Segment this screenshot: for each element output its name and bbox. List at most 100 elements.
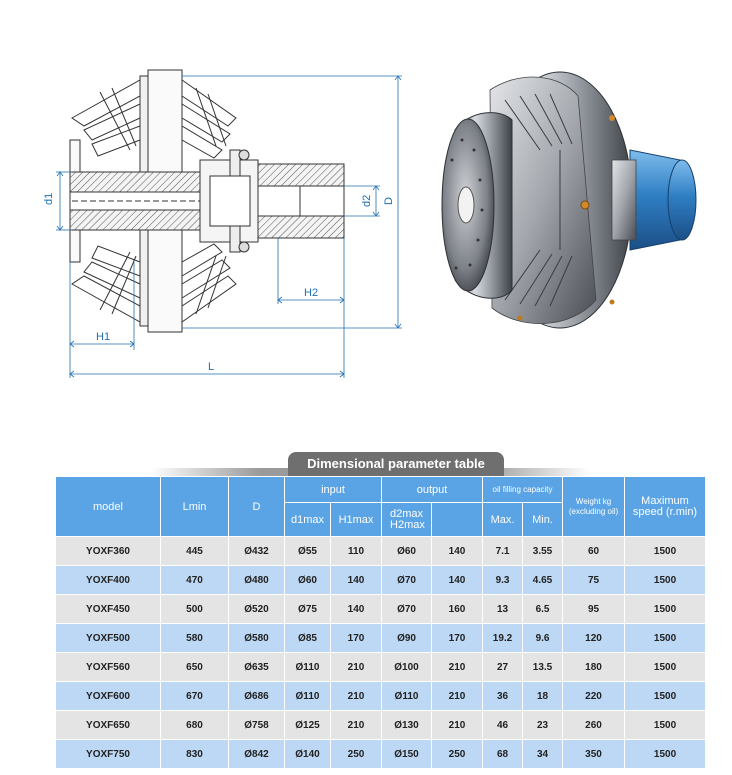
label-H1: H1 xyxy=(96,331,110,343)
cell-oil-max: 27 xyxy=(482,652,524,682)
cell-h1max: 170 xyxy=(329,623,383,653)
header-max-speed: Maximum speed (r.min) xyxy=(624,476,707,537)
cell-d2max: Ø70 xyxy=(381,594,433,624)
cell-d1max: Ø85 xyxy=(284,623,331,653)
cell-h1max: 140 xyxy=(329,594,383,624)
cell-oil-max: 19.2 xyxy=(482,623,524,653)
cell-d: Ø580 xyxy=(228,623,285,653)
cell-h1max: 250 xyxy=(329,739,383,769)
cell-speed: 1500 xyxy=(624,623,707,653)
cell-lmin: 650 xyxy=(160,652,229,682)
header-input: input xyxy=(283,476,383,503)
cell-h2max: 210 xyxy=(431,710,484,740)
header-lmin: Lmin xyxy=(160,476,229,537)
table-row: YOXF400 470 Ø480 Ø60 140 Ø70 140 9.3 4.6… xyxy=(55,565,707,595)
cell-d: Ø520 xyxy=(228,594,285,624)
cell-lmin: 580 xyxy=(160,623,229,653)
table-title: Dimensional parameter table xyxy=(288,452,504,476)
cell-d2max: Ø60 xyxy=(381,536,433,566)
cell-h2max: 140 xyxy=(431,536,484,566)
cell-lmin: 500 xyxy=(160,594,229,624)
cell-d: Ø758 xyxy=(228,710,285,740)
cell-h2max: 140 xyxy=(431,565,484,595)
cell-oil-min: 34 xyxy=(522,739,564,769)
cell-speed: 1500 xyxy=(624,710,707,740)
cell-model: YOXF450 xyxy=(55,594,161,624)
cell-d: Ø480 xyxy=(228,565,285,595)
cell-d: Ø686 xyxy=(228,681,285,711)
cell-speed: 1500 xyxy=(624,536,707,566)
table-row: YOXF500 580 Ø580 Ø85 170 Ø90 170 19.2 9.… xyxy=(55,623,707,653)
cell-model: YOXF650 xyxy=(55,710,161,740)
cell-h1max: 140 xyxy=(329,565,383,595)
cell-oil-min: 4.65 xyxy=(522,565,564,595)
header-d: D xyxy=(228,476,285,537)
label-d2: d2 xyxy=(361,195,373,207)
header-oil-capacity: oil filling capacity xyxy=(482,476,564,503)
label-D: D xyxy=(383,197,395,205)
technical-drawing xyxy=(69,69,345,333)
cell-d1max: Ø140 xyxy=(284,739,331,769)
cell-d2max: Ø100 xyxy=(381,652,433,682)
cell-d2max: Ø150 xyxy=(381,739,433,769)
cell-weight: 180 xyxy=(562,652,626,682)
lower-fins xyxy=(71,243,237,323)
table-row: YOXF560 650 Ø635 Ø110 210 Ø100 210 27 13… xyxy=(55,652,707,682)
cell-speed: 1500 xyxy=(624,594,707,624)
cell-lmin: 445 xyxy=(160,536,229,566)
cell-oil-max: 46 xyxy=(482,710,524,740)
cell-weight: 260 xyxy=(562,710,626,740)
header-weight: Weight kg (excluding oil) xyxy=(562,476,626,537)
cell-oil-max: 7.1 xyxy=(482,536,524,566)
cell-d2max: Ø110 xyxy=(381,681,433,711)
cell-h1max: 210 xyxy=(329,681,383,711)
cell-d1max: Ø110 xyxy=(284,681,331,711)
cell-speed: 1500 xyxy=(624,652,707,682)
cell-d1max: Ø60 xyxy=(284,565,331,595)
parameter-table: model Lmin D input output oil filling ca… xyxy=(55,476,707,769)
cell-weight: 95 xyxy=(562,594,626,624)
cell-lmin: 470 xyxy=(160,565,229,595)
header-output: output xyxy=(381,476,484,503)
cell-lmin: 670 xyxy=(160,681,229,711)
cell-h2max: 250 xyxy=(431,739,484,769)
cell-d1max: Ø110 xyxy=(284,652,331,682)
cell-h2max: 210 xyxy=(431,652,484,682)
header-row-1: model Lmin D input output oil filling ca… xyxy=(55,476,707,537)
cell-d2max: Ø130 xyxy=(381,710,433,740)
cell-oil-min: 3.55 xyxy=(522,536,564,566)
cell-oil-max: 36 xyxy=(482,681,524,711)
coupling-3d-render xyxy=(441,71,697,329)
face-bolts xyxy=(450,138,484,270)
cell-model: YOXF560 xyxy=(55,652,161,682)
cell-d: Ø842 xyxy=(228,739,285,769)
label-H2: H2 xyxy=(304,287,318,299)
cell-speed: 1500 xyxy=(624,565,707,595)
cell-lmin: 830 xyxy=(160,739,229,769)
cell-h1max: 210 xyxy=(329,652,383,682)
cell-h2max: 210 xyxy=(431,681,484,711)
cell-d: Ø635 xyxy=(228,652,285,682)
cell-model: YOXF750 xyxy=(55,739,161,769)
cell-h2max: 170 xyxy=(431,623,484,653)
cell-oil-max: 68 xyxy=(482,739,524,769)
header-h1max: H1max xyxy=(329,502,383,537)
cell-model: YOXF500 xyxy=(55,623,161,653)
table-row: YOXF450 500 Ø520 Ø75 140 Ø70 160 13 6.5 … xyxy=(55,594,707,624)
table-row: YOXF750 830 Ø842 Ø140 250 Ø150 250 68 34… xyxy=(55,739,707,769)
header-oil-min: Min. xyxy=(522,502,564,537)
header-output-blank xyxy=(431,502,484,537)
cell-h2max: 160 xyxy=(431,594,484,624)
label-d1: d1 xyxy=(43,193,55,205)
cell-weight: 60 xyxy=(562,536,626,566)
cell-d2max: Ø90 xyxy=(381,623,433,653)
header-d2max-h2max: d2max H2max xyxy=(381,502,433,537)
table-row: YOXF600 670 Ø686 Ø110 210 Ø110 210 36 18… xyxy=(55,681,707,711)
cell-oil-min: 13.5 xyxy=(522,652,564,682)
cell-oil-min: 9.6 xyxy=(522,623,564,653)
cell-oil-max: 9.3 xyxy=(482,565,524,595)
cell-speed: 1500 xyxy=(624,739,707,769)
coupling-drawings: d1 d2 D H1 H2 L xyxy=(43,69,697,378)
cell-oil-min: 23 xyxy=(522,710,564,740)
cell-weight: 220 xyxy=(562,681,626,711)
